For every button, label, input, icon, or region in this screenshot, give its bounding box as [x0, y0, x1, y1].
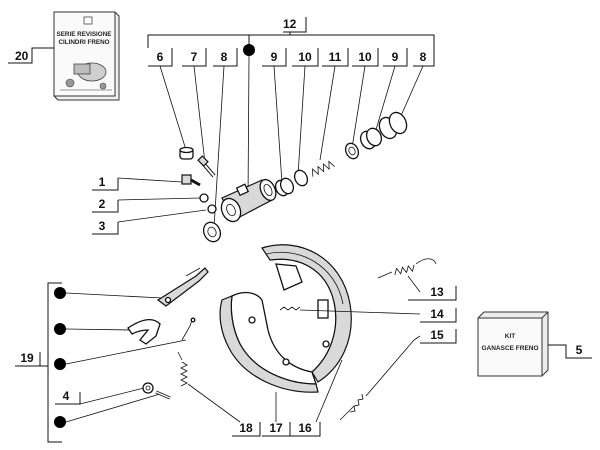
dust-boot-left: [202, 221, 222, 243]
return-spring-lower: [339, 339, 415, 421]
adjuster-clip: [127, 318, 161, 345]
callout-16: 16: [290, 359, 343, 437]
piston-right: [359, 127, 383, 150]
shoe-hold-spring: [177, 351, 188, 387]
callout-20-label: 20: [15, 49, 29, 63]
mounting-bolt: [181, 174, 201, 187]
callout-3: 3: [99, 219, 106, 233]
callout-18-label: 18: [239, 421, 253, 435]
callout-9-right: 9: [392, 50, 399, 64]
cylinder-spring: [312, 160, 335, 177]
adjuster-spring: [279, 306, 301, 311]
cup-seal-left: [293, 169, 309, 187]
brake-shoe-kit-box: KIT GANASCE FRENO: [477, 311, 549, 377]
callout-11: 11: [329, 50, 342, 64]
callout-20: 20: [8, 47, 54, 64]
flat-washer: [207, 204, 217, 214]
callout-13: 13: [407, 275, 457, 301]
callout-19-label: 19: [20, 351, 34, 365]
callout-12-label: 12: [283, 17, 297, 31]
bullet-19-d: [54, 416, 66, 428]
booklet-title-line2: CILINDRI FRENO: [58, 39, 109, 46]
callout-12: 12: [147, 17, 435, 56]
bleeder-cap: [179, 146, 194, 160]
callout-14-label: 14: [430, 307, 444, 321]
callout-14: 14: [299, 307, 457, 323]
callout-15-label: 15: [430, 328, 444, 342]
wheel-cylinder-assembly: [179, 111, 408, 243]
cylinder-leaders: [159, 55, 424, 229]
callout-10-right: 10: [358, 50, 372, 64]
callout-13-label: 13: [430, 285, 444, 299]
bullet-19-c: [54, 358, 66, 370]
callout-15: 15: [413, 328, 457, 344]
brake-shoe-left: [219, 291, 319, 393]
retaining-wire: [181, 317, 196, 341]
booklet-title-line1: SERIE REVISIONE: [57, 31, 112, 38]
callout-5: 5: [548, 343, 592, 359]
cup-seal-right: [344, 142, 360, 160]
parking-brake-lever: [156, 267, 209, 307]
callout-8-left: 8: [221, 50, 228, 64]
cylinder-body: [220, 178, 277, 223]
callout-2: 2: [99, 197, 106, 211]
callout-1: 1: [99, 175, 106, 189]
piston-left: [274, 177, 295, 197]
brake-shoe-right: [261, 244, 352, 383]
kit-box-line1: KIT: [505, 333, 516, 340]
bullet-19-b: [54, 323, 66, 335]
dust-boot-right: [378, 111, 408, 140]
cylinder-callouts: 6 7 8 9 10 11 10 9 8: [148, 48, 435, 67]
callout-17: 17: [262, 392, 291, 437]
callout-7: 7: [191, 50, 198, 64]
callout-19: 19: [15, 282, 187, 443]
bleeder-screw: [197, 155, 216, 178]
callout-8-right: 8: [420, 50, 427, 64]
callout-16-label: 16: [298, 421, 312, 435]
callout-4: 4: [55, 387, 145, 405]
callout-6: 6: [157, 50, 164, 64]
callout-5-label: 5: [576, 343, 583, 357]
callout-17-label: 17: [269, 421, 283, 435]
repair-kit-booklet: SERIE REVISIONE CILINDRI FRENO: [53, 11, 120, 101]
bullet-19-a: [54, 287, 66, 299]
return-spring-upper: [377, 258, 437, 279]
bullet-12: [243, 44, 255, 56]
kit-box-line2: GANASCE FRENO: [481, 345, 538, 352]
callout-10-left: 10: [298, 50, 312, 64]
left-callouts: 1 2 3: [92, 174, 217, 235]
callout-9-left: 9: [271, 50, 278, 64]
callout-4-label: 4: [63, 389, 70, 403]
shoe-hold-pin: [142, 382, 171, 400]
lock-washer: [199, 193, 209, 203]
callout-18: 18: [187, 383, 261, 437]
